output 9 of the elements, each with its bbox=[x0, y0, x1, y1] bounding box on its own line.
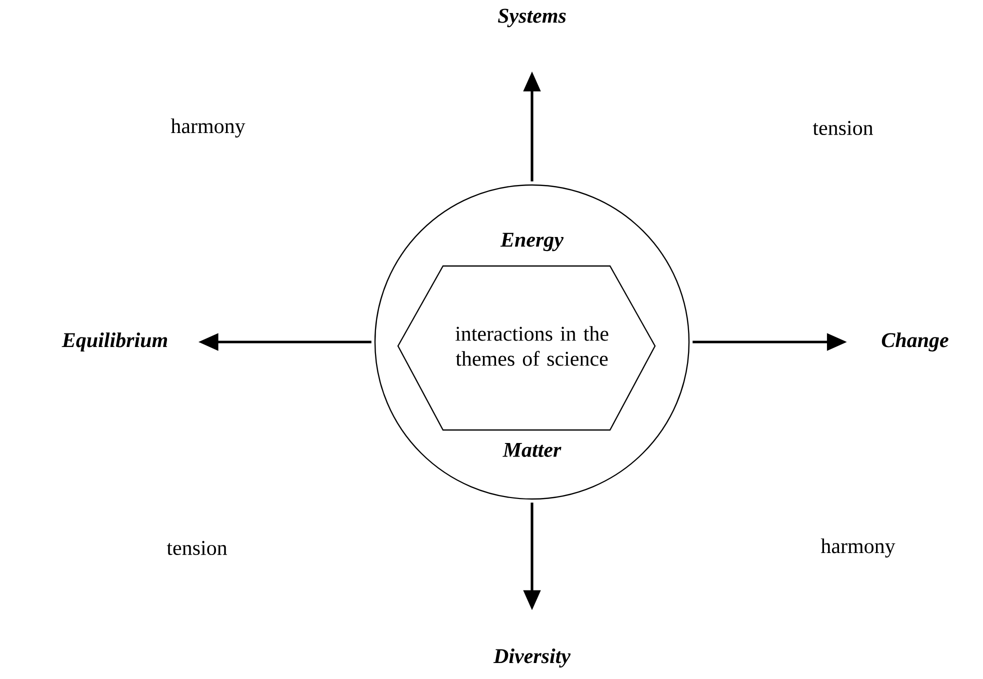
quadrant-label: tension bbox=[812, 120, 874, 136]
quadrant-label: harmony bbox=[820, 538, 896, 558]
theme-label: Change bbox=[882, 332, 948, 352]
theme-label: Diversity bbox=[493, 648, 571, 668]
quadrant-label: tension bbox=[166, 540, 228, 556]
theme-label: Systems bbox=[498, 8, 566, 28]
hexagon: interactions in the themes of science bbox=[397, 265, 656, 431]
quadrant-label: harmony bbox=[170, 118, 246, 138]
theme-label: Equilibrium bbox=[62, 332, 168, 352]
